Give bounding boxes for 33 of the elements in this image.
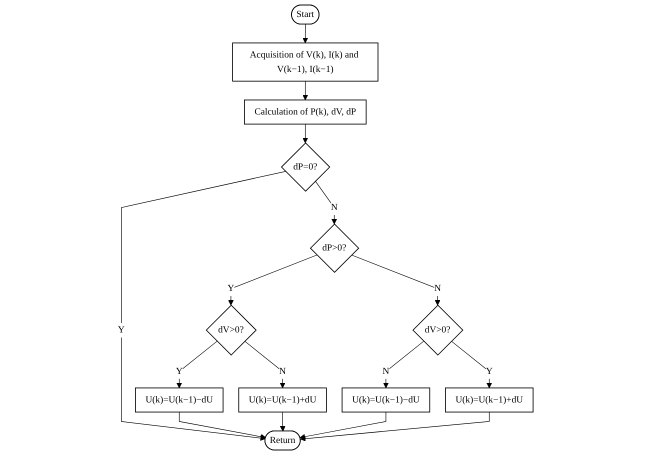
edge-label: Y [118, 324, 125, 335]
edge-label: Y [176, 366, 183, 376]
arrow [121, 171, 286, 441]
edge-label: Y [486, 366, 493, 376]
arrow [451, 340, 492, 388]
arrow [280, 412, 286, 432]
arrow [300, 412, 386, 440]
node-diamond: dV>0? [206, 304, 257, 356]
edge-label: N [330, 202, 338, 212]
arrow [176, 340, 218, 388]
edge-label: N [434, 284, 441, 294]
node-box: Acquisition of V(k), I(k) and V(k−1), I(k−1) [232, 42, 378, 82]
node-box: U(k)=U(k−1)+dU [445, 388, 534, 412]
arrow [302, 80, 308, 100]
arrow [244, 340, 286, 388]
node-box: U(k)=U(k−1)+dU [238, 388, 327, 412]
edge-label: Y [228, 284, 234, 294]
node-box: U(k)=U(k−1)−dU [135, 388, 224, 412]
arrow [302, 24, 308, 44]
edge-label: N [279, 366, 286, 376]
edge-label: N [382, 366, 390, 376]
arrow [383, 340, 424, 388]
node-box: Calculation of P(k), dV, dP [244, 100, 367, 125]
node-box: U(k)=U(k−1)−dU [342, 388, 430, 412]
node-diamond: dP=0? [280, 142, 330, 192]
arrow [351, 254, 440, 306]
node-diamond: dV>0? [412, 304, 464, 356]
node-diamond: dP>0? [310, 223, 360, 273]
arrow [302, 124, 308, 144]
arrow [228, 254, 318, 306]
arrow [178, 412, 266, 440]
arrow [315, 180, 337, 224]
arrow [300, 412, 490, 442]
